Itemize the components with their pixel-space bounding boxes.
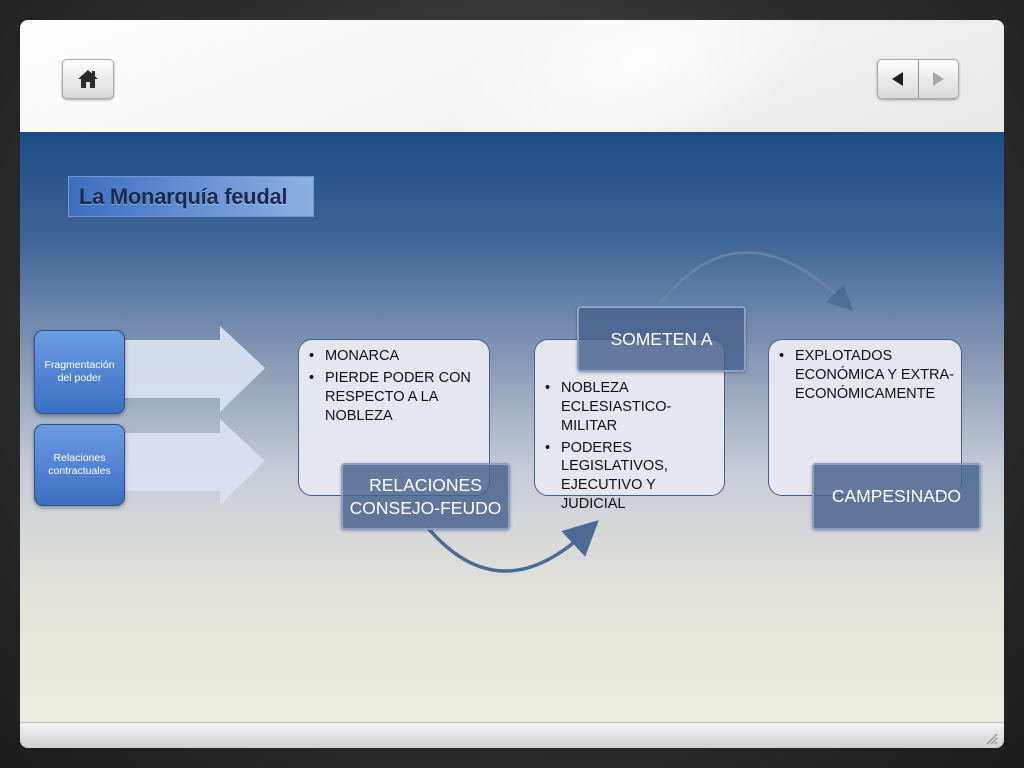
curve-arrow-bottom — [426, 520, 599, 573]
resize-grip-icon[interactable] — [984, 731, 998, 745]
presentation-frame: La Monarquía feudal Fragmentación del po… — [20, 20, 1004, 748]
side-box-label: Relaciones contractuales — [48, 451, 111, 477]
card-bullet: EXPLOTADOS ECONÓMICA Y EXTRA-ECONÓMICAME… — [779, 347, 955, 404]
next-slide-button[interactable] — [918, 59, 959, 99]
label-someten-a: SOMETEN A — [577, 306, 746, 372]
bottom-status-bar — [20, 722, 1004, 748]
slide-title: La Monarquía feudal — [68, 176, 314, 217]
arrow-shape-2 — [120, 419, 265, 505]
side-box-label: Fragmentación del poder — [44, 358, 115, 384]
curve-arrow-top — [659, 251, 854, 311]
label-relaciones-consejo-feudo: RELACIONES CONSEJO-FEUDO — [341, 463, 510, 530]
top-toolbar — [20, 20, 1004, 132]
label-campesinado: CAMPESINADO — [812, 463, 981, 530]
card-bullet: MONARCA — [309, 347, 483, 366]
triangle-left-icon — [891, 72, 903, 86]
slide-canvas: La Monarquía feudal Fragmentación del po… — [20, 132, 1004, 722]
previous-slide-button[interactable] — [877, 59, 919, 99]
slide-navigation — [877, 59, 959, 99]
connector-arrows — [426, 251, 854, 573]
card-bullet: PODERES LEGISLATIVOS, EJECUTIVO Y JUDICI… — [545, 439, 718, 514]
card-bullet: PIERDE PODER CON RESPECTO A LA NOBLEZA — [309, 369, 483, 426]
card-bullet: NOBLEZA ECLESIASTICO-MILITAR — [545, 379, 718, 436]
side-box-fragmentacion: Fragmentación del poder — [34, 330, 125, 414]
arrow-shape-1 — [120, 326, 265, 412]
triangle-right-icon — [933, 72, 945, 86]
home-icon — [78, 70, 98, 88]
home-button[interactable] — [62, 59, 114, 99]
side-box-relaciones: Relaciones contractuales — [34, 424, 125, 506]
